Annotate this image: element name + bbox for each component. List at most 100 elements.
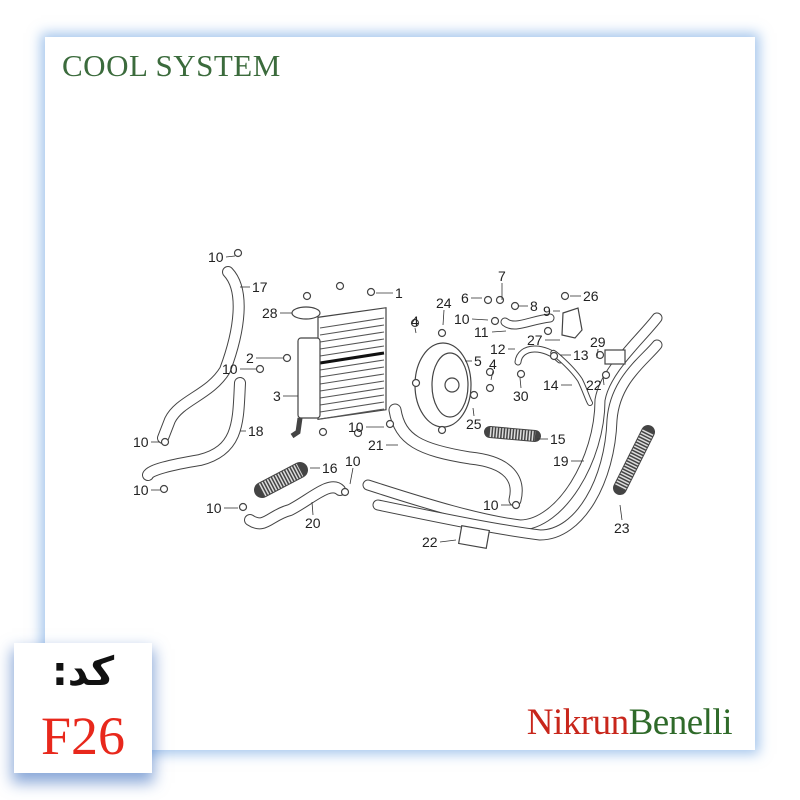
radiator-fin — [319, 401, 385, 413]
small-part — [335, 281, 345, 291]
callout-label: 21 — [368, 437, 384, 453]
hose-21 — [388, 403, 523, 507]
small-part — [549, 351, 559, 361]
callout-label: 3 — [273, 388, 281, 404]
small-part — [437, 425, 447, 435]
callout-label: 11 — [474, 324, 489, 340]
small-part — [366, 287, 376, 297]
small-part — [516, 369, 526, 379]
callout-label: 4 — [411, 313, 419, 329]
callout-label: 22 — [422, 534, 438, 550]
small-part — [495, 295, 505, 305]
callout-leader — [619, 504, 623, 521]
small-part — [282, 353, 292, 363]
callout-label: 18 — [248, 423, 264, 439]
callout-label: 17 — [252, 279, 268, 295]
corrugated-hose-23-ribs — [614, 429, 654, 491]
hose-20 — [244, 481, 346, 530]
fan-blades — [431, 352, 469, 418]
small-part — [483, 295, 493, 305]
radiator-fin — [319, 394, 385, 406]
small-part — [490, 316, 500, 326]
bracket-frame — [604, 349, 626, 365]
callout-label: 6 — [461, 290, 469, 306]
callout-leader — [225, 255, 236, 258]
small-part — [340, 487, 350, 497]
small-part — [511, 500, 521, 510]
callout-label: 10 — [348, 419, 364, 435]
small-part — [233, 248, 243, 258]
small-part — [385, 419, 395, 429]
part-code: F26 — [40, 706, 126, 766]
radiator-fin — [319, 380, 385, 392]
small-part — [469, 390, 479, 400]
brand-logo: NikrunBenelli — [526, 701, 733, 744]
radiator-outlet — [290, 417, 303, 439]
callout-leader — [491, 330, 507, 333]
radiator-fin — [319, 331, 385, 343]
callout-leader — [442, 309, 445, 326]
radiator-cap — [291, 306, 321, 320]
callout-leader — [519, 377, 522, 389]
radiator-fin — [319, 387, 385, 399]
callout-label: 10 — [133, 482, 149, 498]
callout-label: 25 — [466, 416, 482, 432]
callout-label: 10 — [483, 497, 499, 513]
callout-label: 30 — [513, 388, 529, 404]
callout-label: 10 — [208, 249, 224, 265]
callout-label: 4 — [489, 356, 497, 372]
callout-label: 27 — [527, 332, 543, 348]
callout-label: 20 — [305, 515, 321, 531]
hose-18-fill — [143, 378, 245, 480]
hose-19b-fill — [373, 340, 662, 540]
callout-label: 10 — [345, 453, 361, 469]
callout-label: 7 — [498, 268, 506, 284]
small-part — [510, 301, 520, 311]
callout-label: 12 — [490, 341, 506, 357]
small-part — [238, 502, 248, 512]
hose-20-fill — [245, 482, 345, 529]
callout-leader — [471, 318, 489, 321]
callout-label: 28 — [262, 305, 278, 321]
small-part — [543, 326, 553, 336]
callout-label: 13 — [573, 347, 589, 363]
radiator-fin — [319, 366, 385, 378]
hose-11 — [500, 313, 555, 330]
fan-hub — [444, 377, 460, 393]
hose-21-fill — [389, 404, 522, 506]
corrugated-hose-16 — [254, 462, 308, 498]
code-box: کد: F26 — [14, 643, 152, 773]
diagram-card — [45, 37, 755, 750]
callout-label: 10 — [222, 361, 238, 377]
radiator-fin — [319, 351, 385, 365]
callout-label: 1 — [395, 285, 403, 301]
callout-leader — [349, 467, 354, 485]
callout-label: 26 — [583, 288, 599, 304]
page-title: COOL SYSTEM — [62, 48, 281, 83]
radiator-core — [317, 307, 387, 420]
small-part — [410, 318, 420, 328]
callout-label: 10 — [206, 500, 222, 516]
hose-18 — [142, 377, 246, 481]
corrugated-hose-15-body — [484, 426, 541, 442]
callout-label: 15 — [550, 431, 566, 447]
callout-leader — [490, 370, 494, 381]
callout-label: 22 — [586, 377, 602, 393]
callout-label: 29 — [590, 334, 606, 350]
radiator-fin — [319, 338, 385, 350]
fan-assembly — [414, 342, 472, 428]
radiator-fin — [319, 408, 385, 420]
brand-part1: Nikrun — [526, 702, 629, 743]
corrugated-hose-15 — [484, 426, 541, 442]
radiator-fin — [319, 359, 385, 371]
small-part — [255, 364, 265, 374]
small-part — [485, 383, 495, 393]
corrugated-hose-23 — [613, 425, 655, 495]
hose-17 — [157, 266, 245, 444]
small-part — [595, 350, 605, 360]
radiator-fin — [319, 345, 385, 357]
hose-19b — [372, 339, 663, 541]
callout-label: 10 — [133, 434, 149, 450]
radiator-fin — [319, 317, 385, 329]
